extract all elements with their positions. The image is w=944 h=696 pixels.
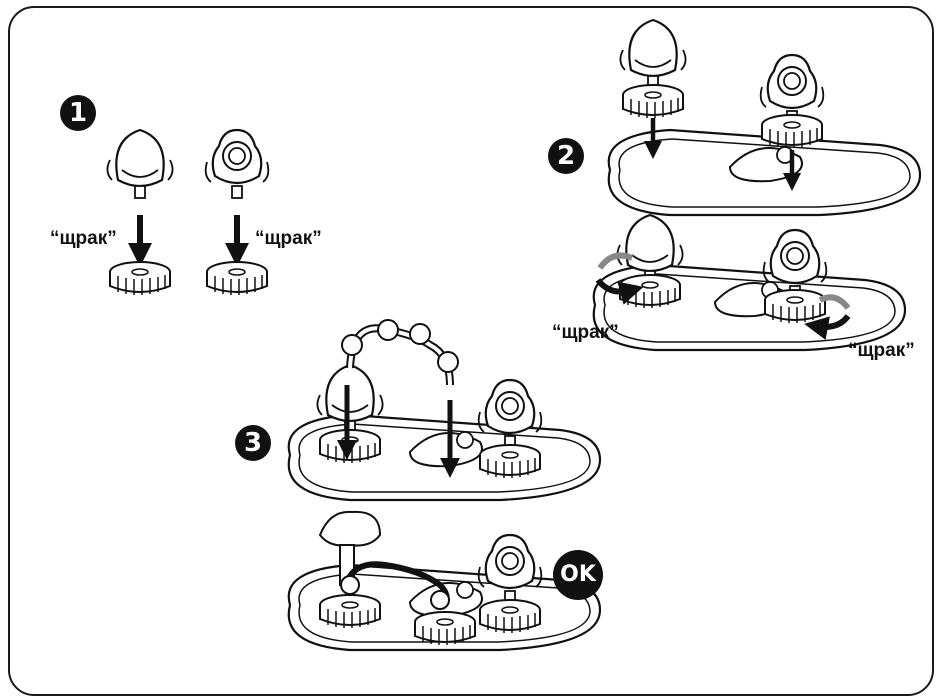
final-tree-toy <box>318 510 382 547</box>
rotate-arrow-left-grey <box>597 252 634 270</box>
step2-base-right <box>761 114 823 149</box>
rotate-arrow-right-grey <box>818 294 851 310</box>
step2-mirror <box>759 53 825 125</box>
step-1-badge: 1 <box>60 95 96 131</box>
snap-label-step1-right: “щрак” <box>255 228 322 249</box>
final-base-left <box>319 594 381 629</box>
final-base-middle <box>414 611 476 646</box>
ok-badge: OK <box>553 550 603 600</box>
step2-base-right-attached <box>764 289 826 324</box>
bead <box>341 334 363 356</box>
bead <box>377 319 399 341</box>
step2-lamp <box>619 18 687 90</box>
step1-base-left <box>109 261 171 296</box>
step3-base-left <box>319 429 381 464</box>
step1-mirror-top <box>204 128 270 200</box>
step2-tray-top <box>607 128 922 217</box>
step1-base-right <box>206 261 268 296</box>
step-2-badge: 2 <box>548 138 584 174</box>
snap-label-step1-left: “щрак” <box>50 228 117 249</box>
rotate-arrow-left-black <box>595 278 644 305</box>
snap-label-step2-right: “щрак” <box>848 340 915 361</box>
step2-base-left <box>622 84 684 119</box>
step1-lamp-top <box>106 128 174 200</box>
rotate-arrow-right-black <box>804 314 851 340</box>
bead <box>409 323 431 345</box>
assembly-illustration <box>106 18 922 652</box>
step-3-badge: 3 <box>235 425 271 461</box>
step3-base-right <box>479 444 541 479</box>
snap-label-step2-left: “щрак” <box>552 322 619 343</box>
final-base-right <box>479 599 541 634</box>
bead <box>437 351 459 373</box>
